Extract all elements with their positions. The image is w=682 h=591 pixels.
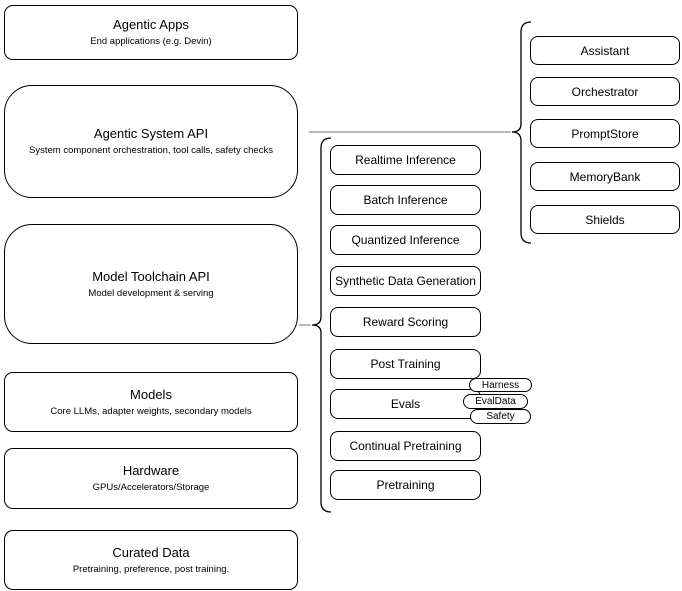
node-curated-data-subtitle: Pretraining, preference, post training. bbox=[72, 563, 230, 575]
node-hardware: Hardware GPUs/Accelerators/Storage bbox=[4, 448, 298, 509]
node-synthetic-data-generation: Synthetic Data Generation bbox=[330, 266, 481, 296]
node-realtime-inference: Realtime Inference bbox=[330, 145, 481, 175]
bracket-toolchain-capabilities bbox=[311, 137, 332, 513]
node-post-training: Post Training bbox=[330, 349, 481, 379]
node-batch-inference: Batch Inference bbox=[330, 185, 481, 215]
node-orchestrator: Orchestrator bbox=[530, 77, 680, 106]
node-assistant: Assistant bbox=[530, 36, 680, 65]
node-models-title: Models bbox=[130, 386, 172, 402]
node-model-toolchain-api-subtitle: Model development & serving bbox=[88, 287, 214, 299]
bracket-system-components bbox=[511, 21, 532, 244]
node-agentic-system-api: Agentic System API System component orch… bbox=[4, 85, 298, 198]
node-continual-pretraining: Continual Pretraining bbox=[330, 431, 481, 461]
node-models-subtitle: Core LLMs, adapter weights, secondary mo… bbox=[50, 405, 252, 417]
node-reward-scoring: Reward Scoring bbox=[330, 307, 481, 337]
node-hardware-subtitle: GPUs/Accelerators/Storage bbox=[92, 482, 210, 493]
node-agentic-apps-subtitle: End applications (e.g. Devin) bbox=[90, 36, 212, 47]
pill-safety: Safety bbox=[470, 409, 531, 424]
node-pretraining: Pretraining bbox=[330, 470, 481, 500]
node-evals: Evals bbox=[330, 389, 481, 419]
node-models: Models Core LLMs, adapter weights, secon… bbox=[4, 372, 298, 432]
node-hardware-title: Hardware bbox=[122, 463, 180, 478]
node-curated-data-title: Curated Data bbox=[112, 544, 190, 560]
node-model-toolchain-api: Model Toolchain API Model development & … bbox=[4, 224, 298, 344]
node-promptstore: PromptStore bbox=[530, 119, 680, 148]
pill-evaldata: EvalData bbox=[463, 394, 528, 409]
pill-harness: Harness bbox=[469, 378, 532, 392]
node-quantized-inference: Quantized Inference bbox=[330, 225, 481, 255]
node-agentic-system-api-title: Agentic System API bbox=[93, 126, 209, 141]
node-curated-data: Curated Data Pretraining, preference, po… bbox=[4, 530, 298, 590]
node-shields: Shields bbox=[530, 205, 680, 234]
node-agentic-system-api-subtitle: System component orchestration, tool cal… bbox=[29, 145, 273, 156]
node-agentic-apps-title: Agentic Apps bbox=[113, 17, 189, 32]
node-model-toolchain-api-title: Model Toolchain API bbox=[92, 268, 210, 284]
node-memorybank: MemoryBank bbox=[530, 162, 680, 191]
node-agentic-apps: Agentic Apps End applications (e.g. Devi… bbox=[4, 5, 298, 60]
